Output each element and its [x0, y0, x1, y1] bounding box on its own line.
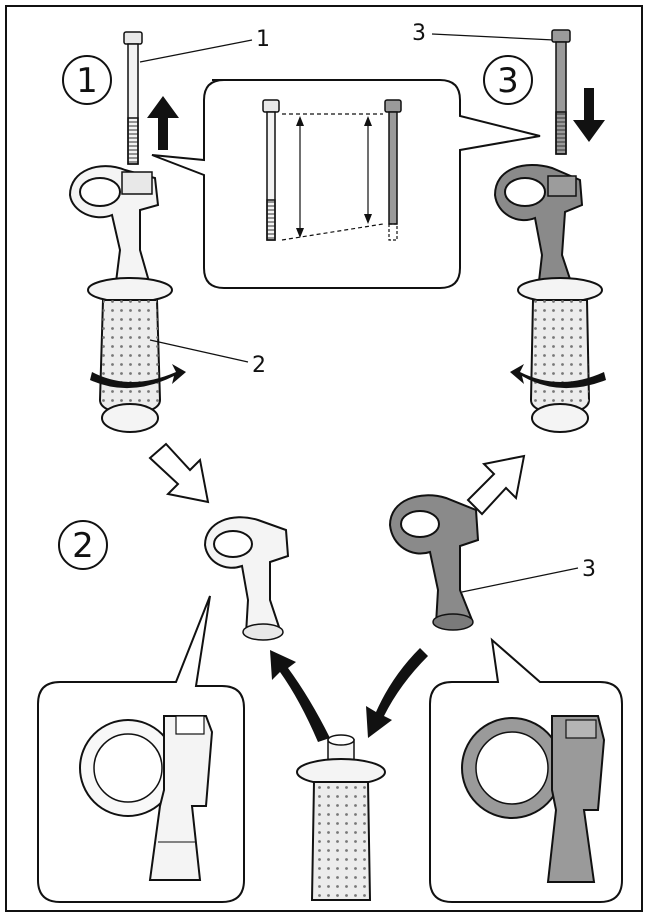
curved-arrow-down-left-icon: [366, 648, 428, 738]
step-1-number: 1: [76, 61, 98, 101]
grip-left: [87, 277, 173, 433]
hollow-arrow-up-right-icon: [466, 454, 526, 516]
step-1-group: 1 1 2: [62, 27, 270, 433]
grip-center: [296, 734, 386, 901]
callout-dark-holder: 3: [582, 557, 596, 582]
step-1-circle: [62, 55, 112, 105]
step-3-circle: [483, 55, 533, 105]
detail-light-holder: [37, 595, 245, 903]
bolt-comparison-detail: [151, 79, 541, 289]
hollow-arrow-down-right-icon: [148, 442, 210, 504]
diagram-frame: [5, 5, 643, 912]
step-2-group: 2 3: [58, 494, 596, 901]
grip-right: [517, 277, 603, 433]
callout-bolt-left: 1: [256, 27, 270, 52]
rotate-arrow-right-icon: [510, 364, 606, 389]
holder-light-middle: [203, 516, 290, 641]
step-3-group: 3 3: [412, 21, 606, 433]
callout-bolt-right: 3: [412, 21, 426, 46]
bolt-left: [123, 31, 143, 165]
bolt-right: [551, 29, 571, 155]
arrow-down-icon: [573, 88, 605, 142]
step-3-number: 3: [497, 61, 519, 101]
holder-left-top: [68, 165, 160, 292]
rotate-arrow-left-icon: [90, 364, 186, 389]
arrow-up-icon: [147, 96, 179, 150]
curved-arrow-up-left-icon: [270, 650, 330, 742]
detail-dark-holder: [429, 637, 623, 903]
callout-grip: 2: [252, 353, 266, 378]
holder-dark-middle: [388, 494, 480, 631]
step-2-circle: [58, 520, 108, 570]
step-2-number: 2: [72, 526, 94, 566]
holder-right-top: [493, 164, 584, 292]
